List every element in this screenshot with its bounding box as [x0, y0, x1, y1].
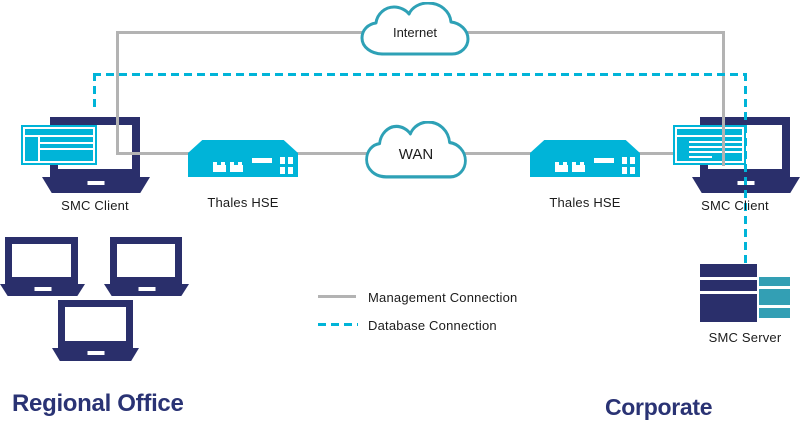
smc-server-label: SMC Server — [708, 330, 782, 345]
legend-database-label: Database Connection — [368, 318, 497, 333]
server-tower-navy — [700, 264, 757, 322]
server-tower-teal — [759, 277, 790, 318]
legend-management-line-swatch — [318, 295, 356, 298]
legend-database-line-swatch — [318, 323, 358, 326]
internet-cloud-icon — [360, 2, 470, 56]
wan-cloud-icon — [365, 121, 467, 179]
thales-hse-left-label: Thales HSE — [207, 195, 279, 210]
wan-label: WAN — [398, 146, 434, 163]
database-line-left-vertical — [93, 73, 96, 111]
thales-hse-right-label: Thales HSE — [549, 195, 621, 210]
database-line-horizontal — [93, 73, 747, 76]
laptop-base — [42, 177, 150, 193]
legend-management-label: Management Connection — [368, 290, 518, 305]
internet-label: Internet — [392, 25, 438, 40]
management-line-left-vertical — [116, 31, 119, 155]
management-line-right-vertical — [722, 31, 725, 166]
database-line-right-vertical — [744, 73, 747, 265]
corporate-network-title: Corporate Network — [605, 394, 713, 423]
smc-app-window-icon — [673, 125, 746, 165]
smc-app-window-icon — [21, 125, 97, 165]
smc-client-right-label: SMC Client — [701, 198, 769, 213]
laptop-notch — [87, 181, 105, 185]
regional-office-title: Regional Office — [12, 390, 184, 417]
smc-client-left-label: SMC Client — [61, 198, 129, 213]
